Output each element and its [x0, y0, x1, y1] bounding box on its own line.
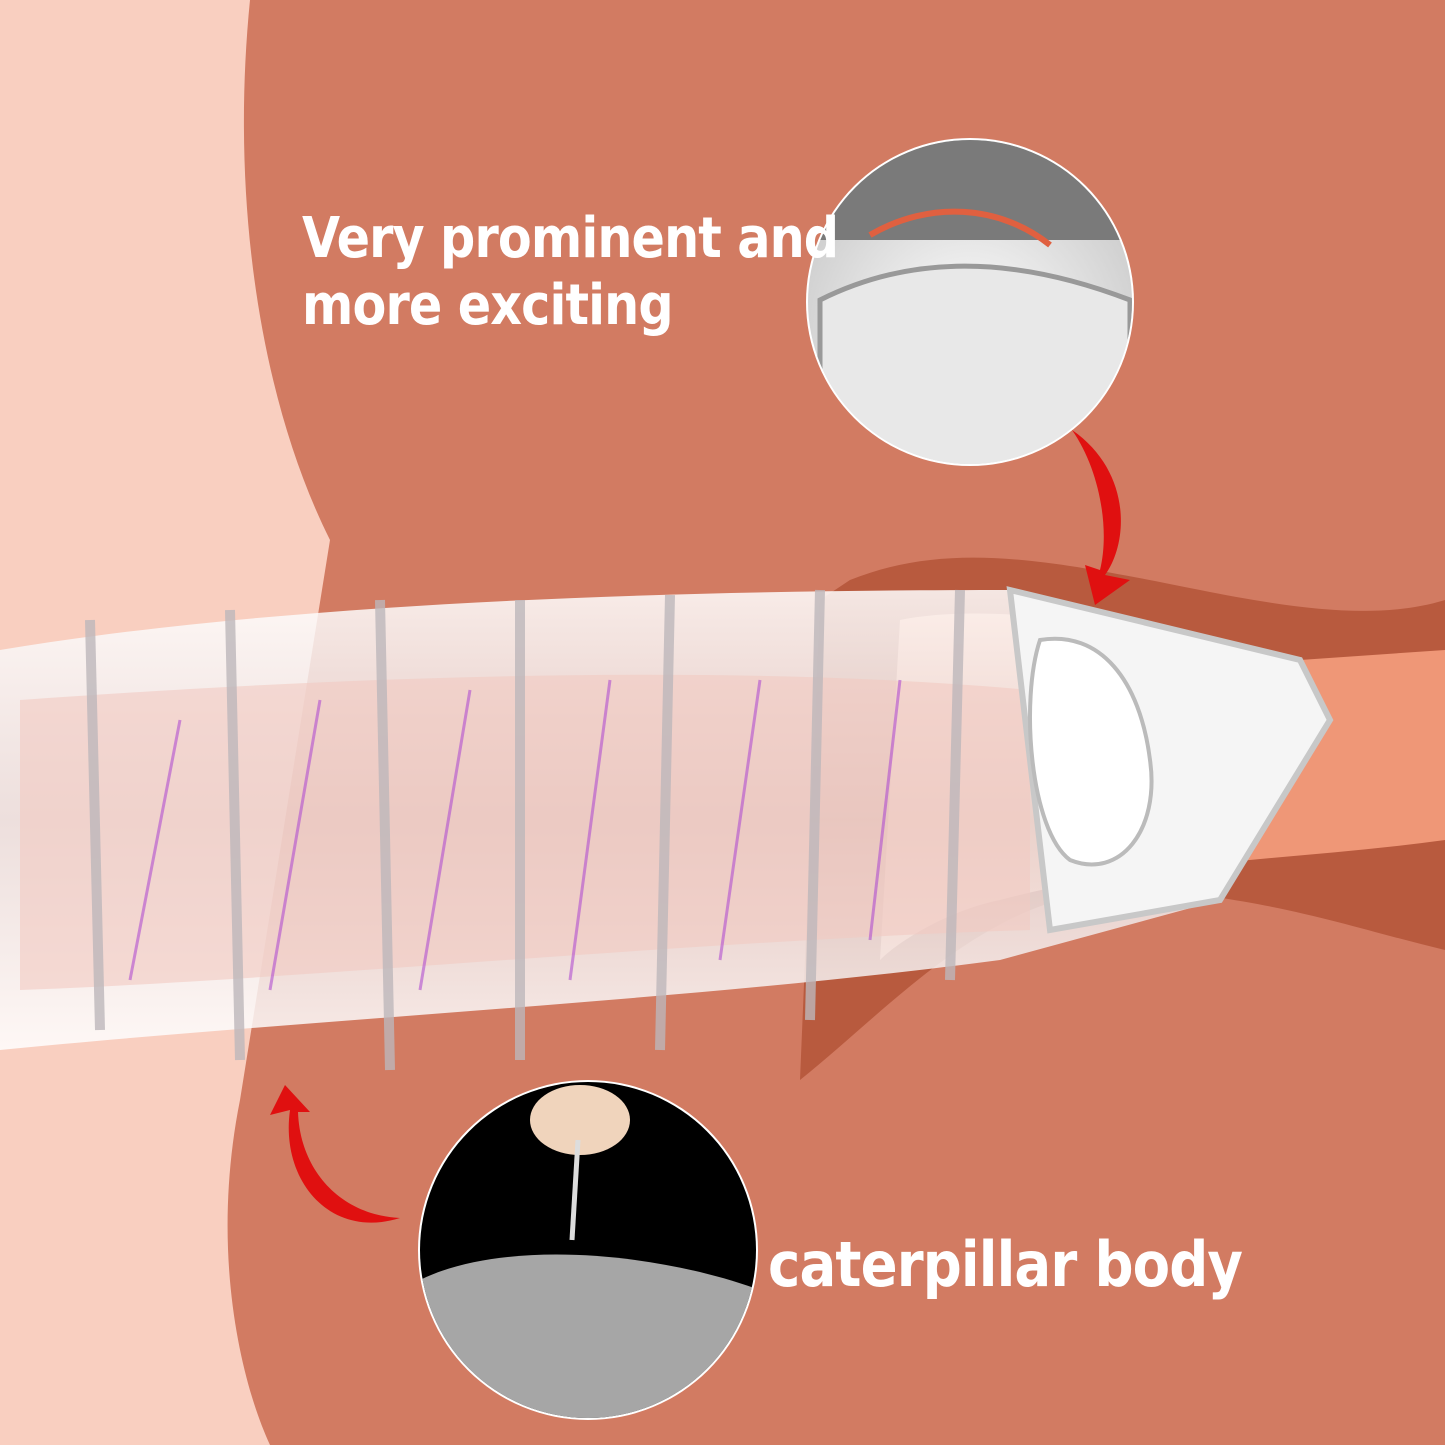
arrow-top-icon: [1072, 430, 1130, 605]
feature-caption: caterpillar body: [768, 1228, 1243, 1301]
top-detail-circle: [806, 138, 1134, 466]
arrow-bottom-icon: [270, 1085, 400, 1223]
headline-line-2: more exciting: [302, 273, 674, 339]
sleeve-body: [0, 586, 1334, 1071]
headline-line-1: Very prominent and: [302, 206, 839, 271]
bottom-detail-circle: [418, 1080, 758, 1420]
headline-caption: Very prominent and more exciting: [302, 205, 839, 339]
